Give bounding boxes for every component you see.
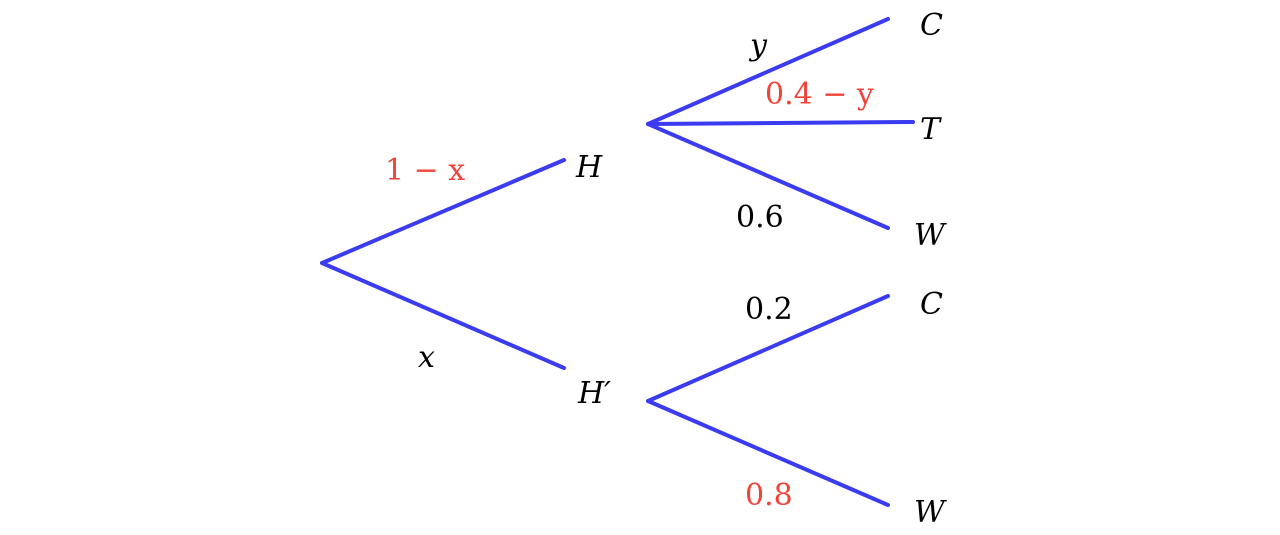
- prob-label-H: 1 − x: [385, 153, 465, 188]
- node-Hprime: H′: [577, 376, 611, 411]
- branch-Hprime-W: [646, 399, 890, 507]
- prob-label-H-W: 0.6: [736, 200, 784, 235]
- node-H-T: T: [920, 112, 942, 147]
- branch-root-H: [320, 158, 566, 265]
- node-H-C: C: [920, 8, 943, 43]
- branches: [320, 17, 915, 507]
- node-Hprime-C: C: [920, 287, 943, 322]
- branch-Hprime-C: [646, 294, 890, 403]
- branch-H-T: [646, 120, 915, 126]
- prob-label-H-C: y: [748, 28, 768, 63]
- node-H: H: [575, 150, 603, 185]
- branch-H-W: [646, 122, 890, 230]
- node-Hprime-W: W: [914, 495, 947, 530]
- branch-root-Hprime: [320, 261, 566, 370]
- prob-label-Hprime-W: 0.8: [745, 478, 793, 513]
- prob-label-H-T: 0.4 − y: [765, 77, 874, 112]
- prob-label-Hprime-C: 0.2: [745, 292, 793, 327]
- prob-label-Hprime: x: [418, 340, 435, 375]
- node-H-W: W: [914, 218, 947, 253]
- branch-H-C: [646, 17, 890, 126]
